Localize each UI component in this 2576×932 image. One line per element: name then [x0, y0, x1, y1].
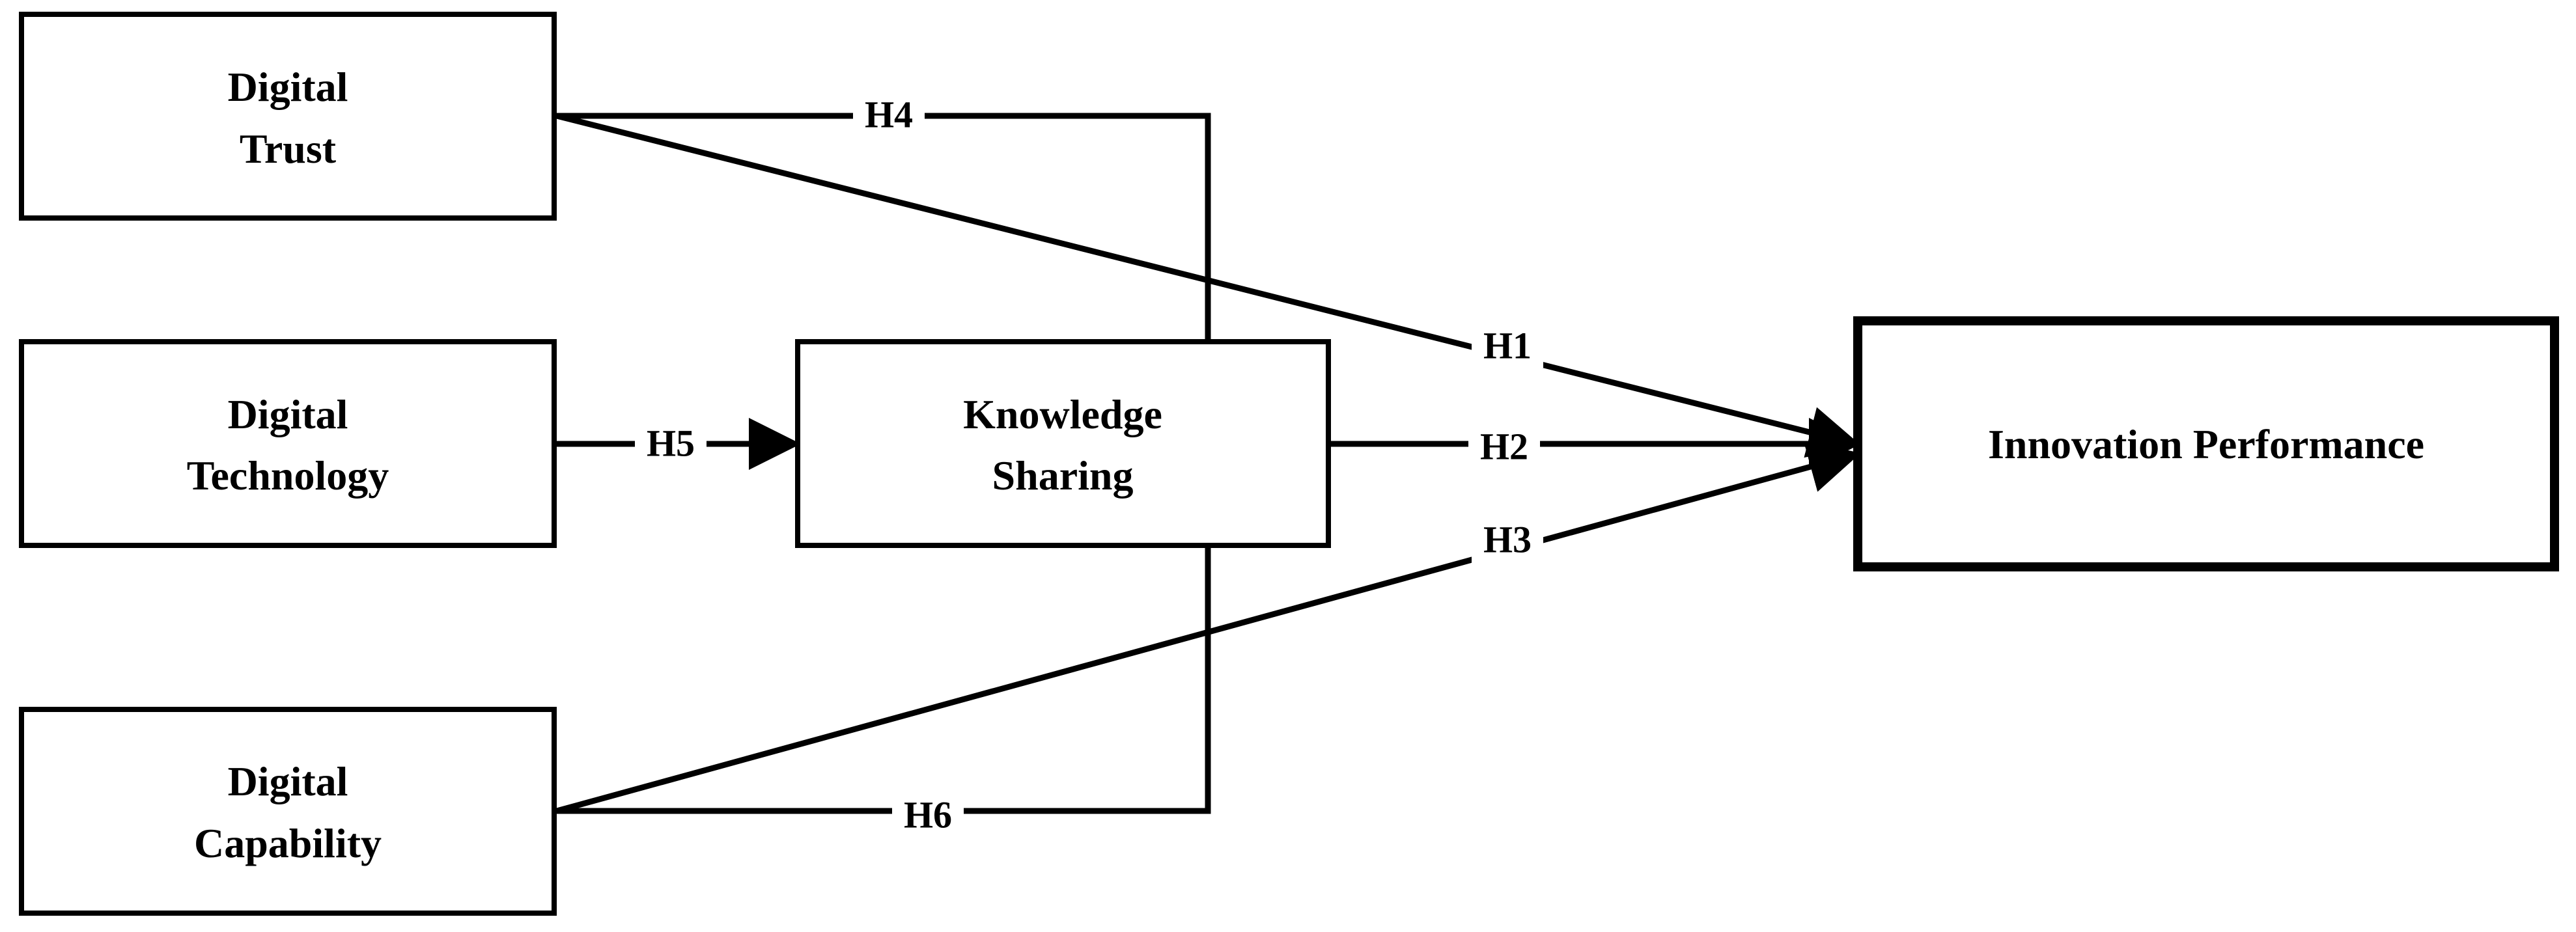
node-knowledge-sharing-line1: Knowledge: [963, 391, 1162, 437]
edge-label-h6: H6: [904, 793, 952, 836]
node-innovation-performance: Innovation Performance: [1853, 316, 2559, 571]
node-knowledge-sharing-line2: Sharing: [992, 452, 1134, 499]
edge-label-h2: H2: [1480, 425, 1528, 467]
edge-h6-line: [557, 547, 1211, 814]
node-digital-technology: Digital Technology: [19, 339, 557, 548]
edge-label-h5: H5: [647, 422, 695, 464]
edge-label-h4: H4: [865, 93, 913, 135]
node-digital-trust-line1: Digital: [228, 64, 348, 110]
node-digital-capability-line1: Digital: [228, 758, 348, 804]
node-knowledge-sharing: Knowledge Sharing: [795, 339, 1331, 548]
node-innovation-performance-label: Innovation Performance: [1988, 421, 2424, 467]
node-digital-capability: Digital Capability: [19, 707, 557, 916]
node-digital-technology-line2: Technology: [187, 452, 389, 499]
edge-label-h3: H3: [1483, 518, 1532, 560]
edge-h1-line: [555, 113, 1861, 458]
edge-label-h1: H1: [1483, 324, 1532, 366]
node-digital-trust-line2: Trust: [240, 126, 337, 172]
node-digital-capability-line2: Capability: [194, 820, 382, 866]
edge-h4-line: [557, 113, 1211, 342]
node-digital-technology-line1: Digital: [228, 391, 348, 437]
node-digital-trust: Digital Trust: [19, 12, 557, 221]
